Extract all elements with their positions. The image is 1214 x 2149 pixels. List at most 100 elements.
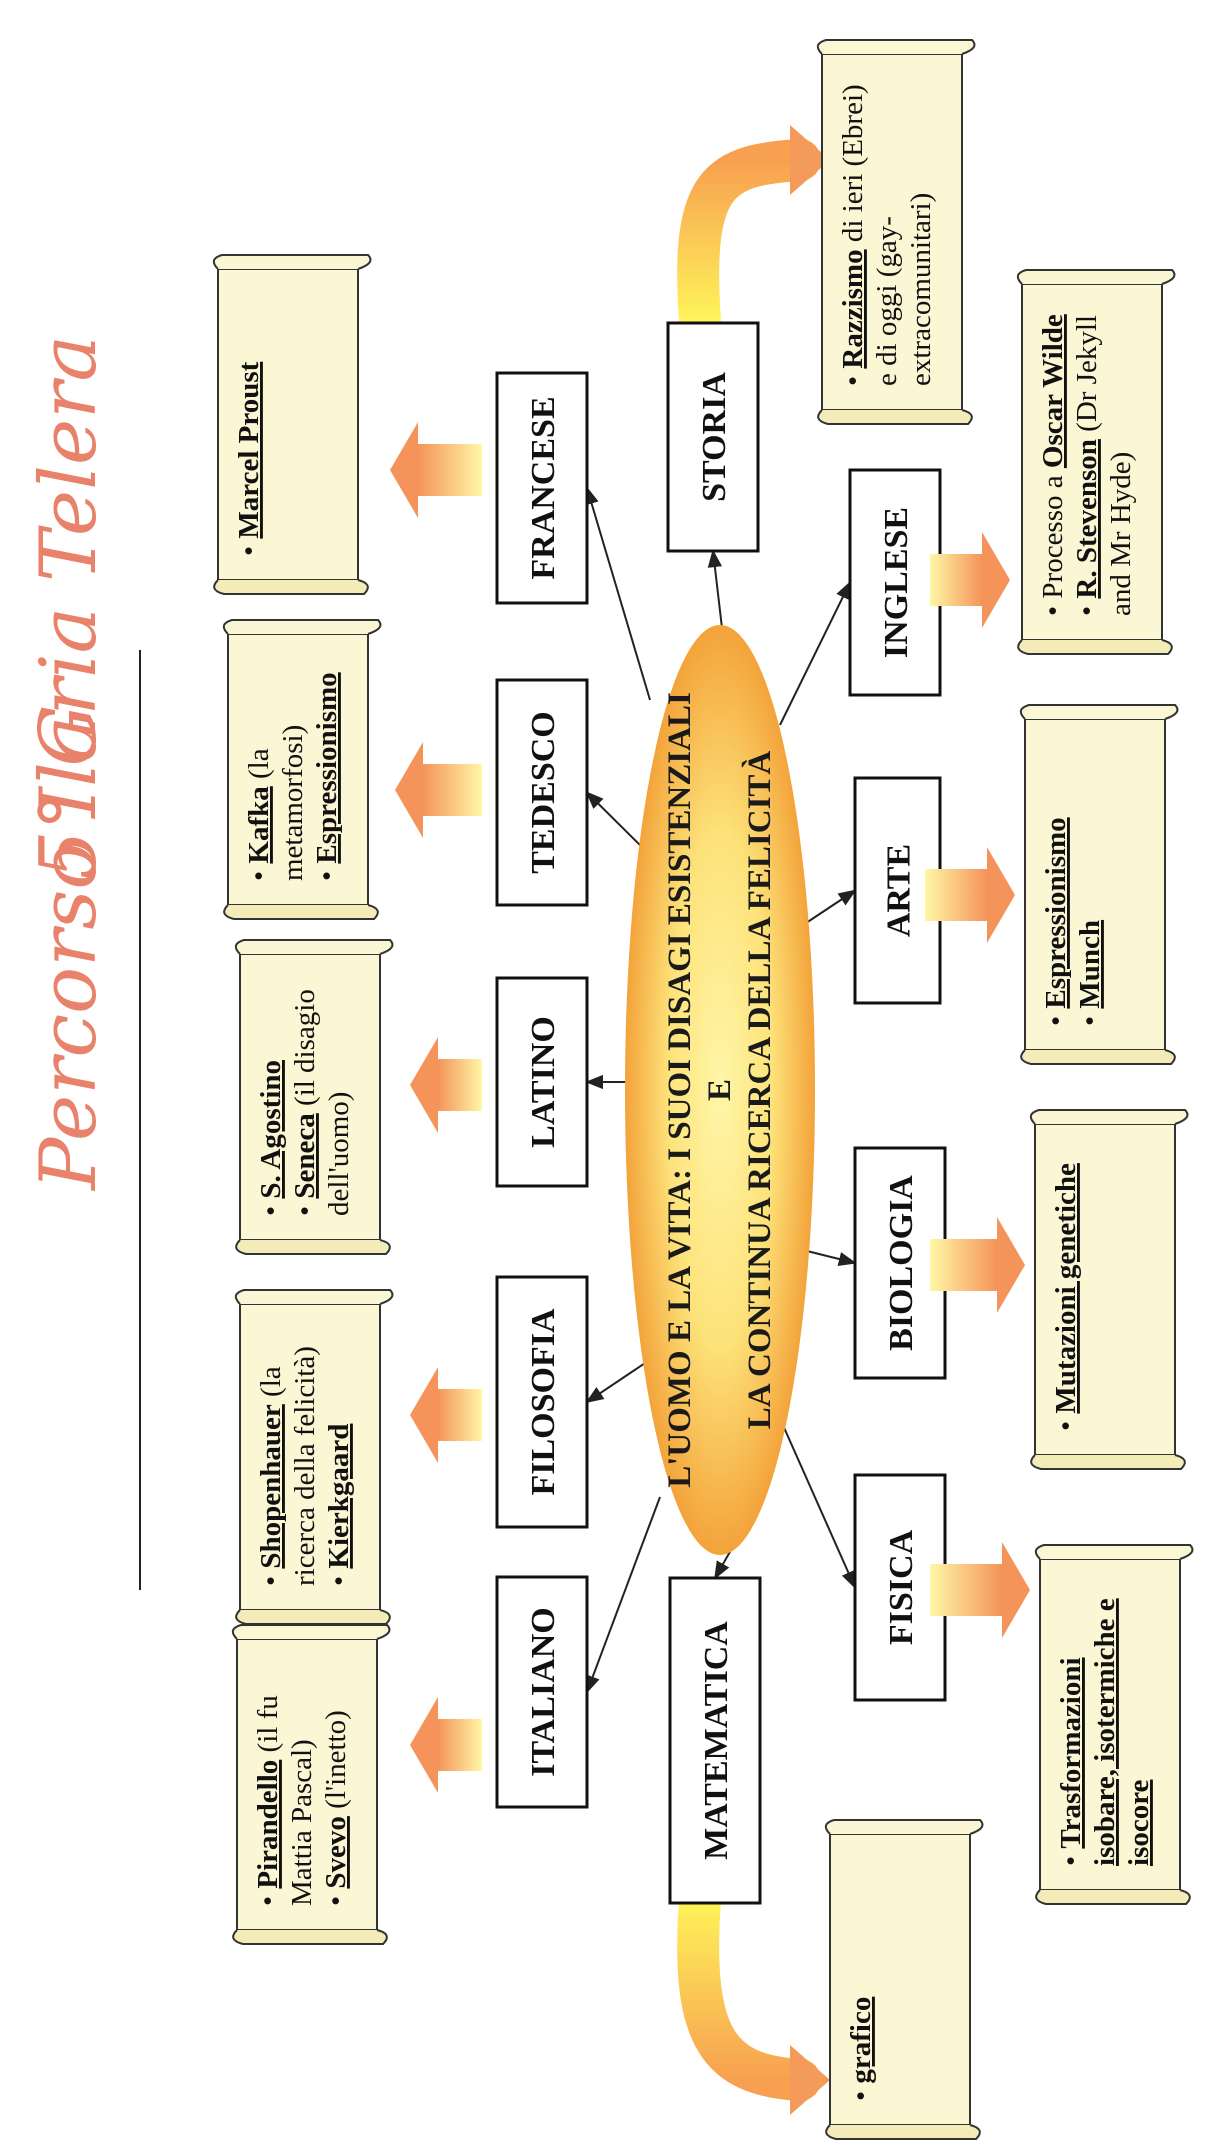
scroll-arte: • Espressionismo• Munch: [1019, 704, 1179, 1065]
scroll-text-segment: (Dr Jekyll: [1071, 315, 1103, 439]
scroll-keyword: Kafka: [243, 786, 275, 864]
scroll-biologia: • Mutazioni genetiche: [1029, 1109, 1189, 1470]
arrow-shaft: [438, 1059, 482, 1111]
connector-inglese: [779, 580, 851, 726]
scroll-curl-bottom: [235, 1239, 391, 1255]
scroll-curl-top: [1034, 1544, 1194, 1560]
scroll-line: • R. Stevenson (Dr Jekyll: [1071, 315, 1103, 616]
arrow-head: [1002, 1542, 1030, 1638]
bullet-icon: •: [1071, 599, 1103, 616]
scroll-line: • Espressionismo: [1040, 817, 1072, 1026]
arrow-shaft: [423, 764, 482, 816]
scroll-line: extracomunitari): [905, 193, 937, 386]
scroll-matematica: • grafico: [824, 1819, 984, 2140]
scroll-storia: • Razzismo di ieri (Ebrei)e di oggi (gay…: [816, 39, 976, 425]
subject-box-frame: [495, 976, 589, 1188]
subject-box-filosofia[interactable]: FILOSOFIA: [495, 1275, 589, 1529]
scroll-keyword: Mutazioni genetiche: [1050, 1163, 1082, 1414]
subject-label: ARTE: [881, 844, 918, 937]
scroll-line: • Marcel Proust: [233, 361, 265, 556]
subject-box-italiano[interactable]: ITALIANO: [495, 1575, 589, 1809]
thick-arrow-arte: [925, 847, 1015, 943]
scroll-curl-bottom: [223, 904, 379, 920]
scroll-text-segment: (l'inetto): [320, 1710, 352, 1816]
scroll-curl-top: [234, 939, 394, 955]
scroll-text-segment: metamorfosi): [277, 725, 309, 881]
page-title: Percorso Ilaria Telera 5° G: [24, 335, 114, 1192]
scroll-curl-top: [824, 1819, 984, 1835]
scroll-text-segment: (la: [243, 748, 275, 786]
subject-box-matematica[interactable]: MATEMATICA: [668, 1576, 762, 1905]
subject-box-francese[interactable]: FRANCESE: [495, 371, 589, 605]
subject-label: FRANCESE: [525, 396, 562, 579]
curved-arrow-matematica: [677, 1879, 821, 2101]
scroll-keyword: isocore: [1123, 1779, 1155, 1866]
scroll-keyword: Espressionismo: [311, 672, 343, 863]
arrow-shaft: [930, 1239, 997, 1291]
scroll-keyword: Shopenhauer: [255, 1404, 287, 1569]
subject-box-tedesco[interactable]: TEDESCO: [495, 678, 589, 907]
scroll-line: • Trasformazioni: [1055, 1657, 1087, 1866]
scroll-keyword: isobare, isotermiche e: [1089, 1598, 1121, 1866]
arrow-shaft: [418, 444, 482, 496]
bullet-icon: •: [289, 1199, 321, 1216]
class-label: 5° G: [24, 704, 114, 880]
scroll-line: • S. Agostino: [255, 1060, 287, 1216]
curved-arrowhead-storia: [790, 125, 830, 195]
scroll-line: dell'uomo): [323, 1092, 355, 1216]
scroll-curl-top: [212, 254, 372, 270]
thick-arrow-filosofia: [410, 1367, 482, 1463]
subject-box-frame: [666, 321, 760, 553]
bullet-icon: •: [311, 864, 343, 881]
subject-box-inglese[interactable]: INGLESE: [848, 468, 942, 697]
subject-box-frame: [495, 1575, 589, 1809]
scroll-text-segment: extracomunitari): [905, 193, 937, 386]
scroll-curl-top: [1019, 704, 1179, 720]
scroll-text-segment: Processo a: [1037, 468, 1069, 598]
scroll-curl-bottom: [1035, 1889, 1191, 1905]
scroll-curl-top: [234, 1289, 394, 1305]
scroll-text-segment: and Mr Hyde): [1105, 452, 1137, 616]
scroll-text-segment: (il disagio: [289, 989, 321, 1113]
scroll-inglese: • Processo a Oscar Wilde• R. Stevenson (…: [1016, 269, 1176, 655]
arrow-head: [410, 1367, 438, 1463]
subject-box-storia[interactable]: STORIA: [666, 321, 760, 553]
thick-arrow-italiano: [410, 1697, 482, 1793]
thick-arrow-fisica: [930, 1542, 1030, 1638]
scroll-line: • grafico: [845, 1997, 877, 2101]
subject-box-frame: [848, 468, 942, 697]
scroll-latino: • S. Agostino• Seneca (il disagiodell'uo…: [234, 939, 394, 1255]
scroll-line: ricerca della felicità): [289, 1346, 321, 1586]
bullet-icon: •: [233, 539, 265, 556]
scroll-curl-bottom: [1020, 1049, 1176, 1065]
thick-arrows-layer: [390, 422, 1030, 1793]
subjects-layer: FRANCESE TEDESCO LATINO FILOSOFIA ITALIANO MA…: [495, 321, 947, 1905]
scroll-curl-bottom: [825, 2124, 981, 2140]
bullet-icon: •: [845, 2084, 877, 2101]
scroll-line: • Munch: [1074, 920, 1106, 1026]
scroll-line: • Espressionismo: [311, 672, 343, 881]
scroll-keyword: Seneca: [289, 1113, 321, 1199]
subject-label: FISICA: [883, 1529, 920, 1645]
bullet-icon: •: [837, 369, 869, 386]
scroll-text-segment: di ieri (Ebrei): [837, 84, 869, 249]
scroll-curl-bottom: [817, 409, 973, 425]
arrow-shaft: [930, 1564, 1002, 1616]
scroll-line: • Kafka (la: [243, 748, 275, 881]
subject-label: BIOLOGIA: [883, 1175, 920, 1351]
bullet-icon: •: [255, 1569, 287, 1586]
scroll-text-segment: (il fu: [252, 1695, 284, 1759]
bullet-icon: •: [1040, 1009, 1072, 1026]
bullet-icon: •: [1074, 1009, 1106, 1026]
connector-fisica: [781, 1422, 856, 1590]
scroll-line: • Mutazioni genetiche: [1050, 1163, 1082, 1431]
scroll-keyword: Svevo: [320, 1816, 352, 1889]
subject-box-latino[interactable]: LATINO: [495, 976, 589, 1188]
scroll-line: isobare, isotermiche e: [1089, 1598, 1121, 1866]
thick-arrow-latino: [410, 1037, 482, 1133]
